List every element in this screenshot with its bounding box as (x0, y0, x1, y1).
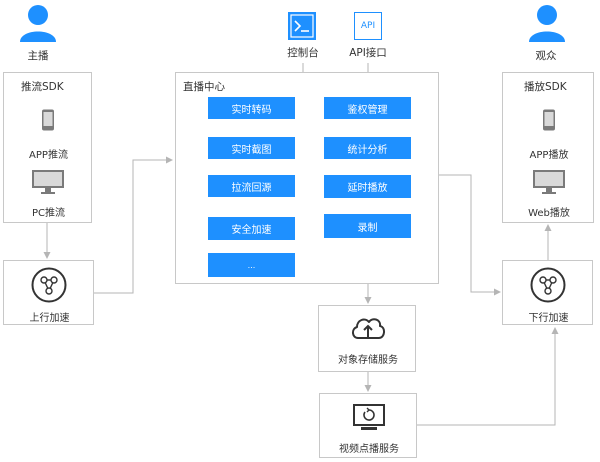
recording-button[interactable]: 录制 (324, 214, 411, 238)
api-icon: API (354, 12, 382, 40)
monitor-icon (32, 170, 64, 194)
object-storage-label: 对象存储服务 (338, 355, 398, 366)
app-play-label: APP播放 (529, 150, 569, 161)
push-sdk-title: 推流SDK (21, 81, 64, 93)
realtime-transcode-button[interactable]: 实时转码 (208, 97, 295, 119)
more-button[interactable]: ... (208, 253, 295, 277)
vod-label: 视频点播服务 (339, 444, 399, 455)
app-push-label: APP推流 (29, 150, 68, 161)
monitor-icon (533, 170, 565, 194)
viewer-person-icon (529, 5, 565, 42)
replay-monitor-icon (353, 404, 385, 430)
web-play-label: Web播放 (528, 208, 570, 219)
uplink-box: 上行加速 (3, 260, 94, 325)
cloud-upload-icon (352, 318, 385, 339)
pc-push-label: PC推流 (31, 208, 65, 219)
delayed-playback-button[interactable]: 延时播放 (324, 175, 411, 198)
network-hub-icon (31, 267, 67, 303)
console-label[interactable]: 控制台 (287, 47, 319, 59)
anchor-person-icon (20, 5, 56, 42)
phone-icon (543, 109, 555, 131)
statistics-analysis-button[interactable]: 统计分析 (324, 137, 411, 159)
secure-acceleration-button[interactable]: 安全加速 (208, 217, 295, 240)
live-center-title: 直播中心 (183, 81, 225, 93)
viewer-label: 观众 (535, 50, 557, 62)
uplink-label: 上行加速 (29, 313, 70, 324)
object-storage-box: 对象存储服务 (318, 305, 416, 372)
push-sdk-box: 推流SDK APP推流 PC推流 (3, 72, 92, 223)
vod-box: 视频点播服务 (319, 393, 417, 458)
api-icon-text: API (360, 21, 376, 31)
console-icon (288, 12, 316, 40)
play-sdk-title: 播放SDK (524, 81, 567, 93)
api-label[interactable]: API接口 (349, 47, 387, 59)
pull-origin-button[interactable]: 拉流回源 (208, 175, 295, 197)
realtime-snapshot-button[interactable]: 实时截图 (208, 137, 295, 159)
network-hub-icon (530, 267, 566, 303)
downlink-label: 下行加速 (528, 313, 569, 324)
play-sdk-box: 播放SDK APP播放 Web播放 (502, 72, 594, 223)
phone-icon (42, 109, 54, 131)
anchor-label: 主播 (27, 50, 49, 62)
auth-management-button[interactable]: 鉴权管理 (324, 97, 411, 119)
downlink-box: 下行加速 (502, 260, 593, 325)
